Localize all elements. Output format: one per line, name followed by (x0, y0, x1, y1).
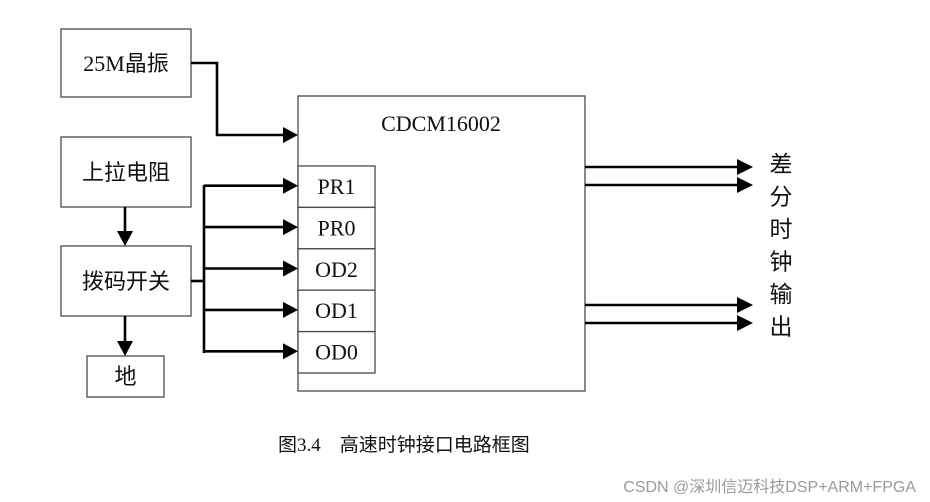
pin-label: PR1 (318, 174, 356, 199)
pullup-block (60, 136, 192, 208)
arrowhead-icon (283, 219, 298, 236)
arrowhead-icon (117, 341, 133, 356)
arrowhead-icon (283, 127, 298, 143)
arrowhead-icon (737, 315, 753, 331)
output-label-char: 分 (770, 185, 793, 211)
chip-label: CDCM16002 (381, 111, 501, 136)
output-label-char: 钟 (770, 250, 793, 276)
pin-label: OD1 (315, 298, 358, 323)
crystal-block (60, 28, 192, 98)
arrowhead-icon (737, 177, 753, 193)
arrowhead-icon (283, 301, 298, 318)
pin-label: OD2 (315, 257, 358, 282)
dip-switch-block (60, 245, 192, 317)
ground-block (86, 355, 165, 398)
crystal-label: 25M晶振 (83, 51, 169, 76)
arrowhead-icon (283, 343, 298, 360)
caption-number: 图3.4 (278, 435, 321, 456)
dip-switch-label: 拨码开关 (82, 270, 170, 295)
output-label-char: 输 (770, 282, 793, 308)
arrowhead-icon (737, 297, 753, 313)
watermark: CSDN @深圳信迈科技DSP+ARM+FPGA (623, 479, 916, 496)
ground-label: 地 (114, 365, 136, 390)
caption-title: 高速时钟接口电路框图 (339, 435, 530, 456)
output-label-char: 时 (770, 217, 793, 243)
pullup-label: 上拉电阻 (82, 161, 170, 186)
arrowhead-icon (283, 260, 298, 277)
arrowhead-icon (117, 231, 133, 246)
pin-od2-cell (297, 248, 376, 291)
pin-pr1-cell (297, 165, 376, 209)
figure-caption: 图3.4 高速时钟接口电路框图 (278, 430, 530, 457)
crystal-wire (191, 61, 284, 137)
pin-label: PR0 (318, 215, 356, 240)
pin-od0-cell (297, 330, 376, 374)
output-label-char: 出 (770, 315, 793, 341)
bus-branches (204, 177, 298, 360)
output-label-char: 差 (770, 152, 793, 178)
arrowhead-icon (283, 177, 298, 194)
arrowhead-icon (737, 159, 753, 175)
output-arrows (585, 159, 753, 331)
pin-label: OD0 (315, 340, 358, 365)
